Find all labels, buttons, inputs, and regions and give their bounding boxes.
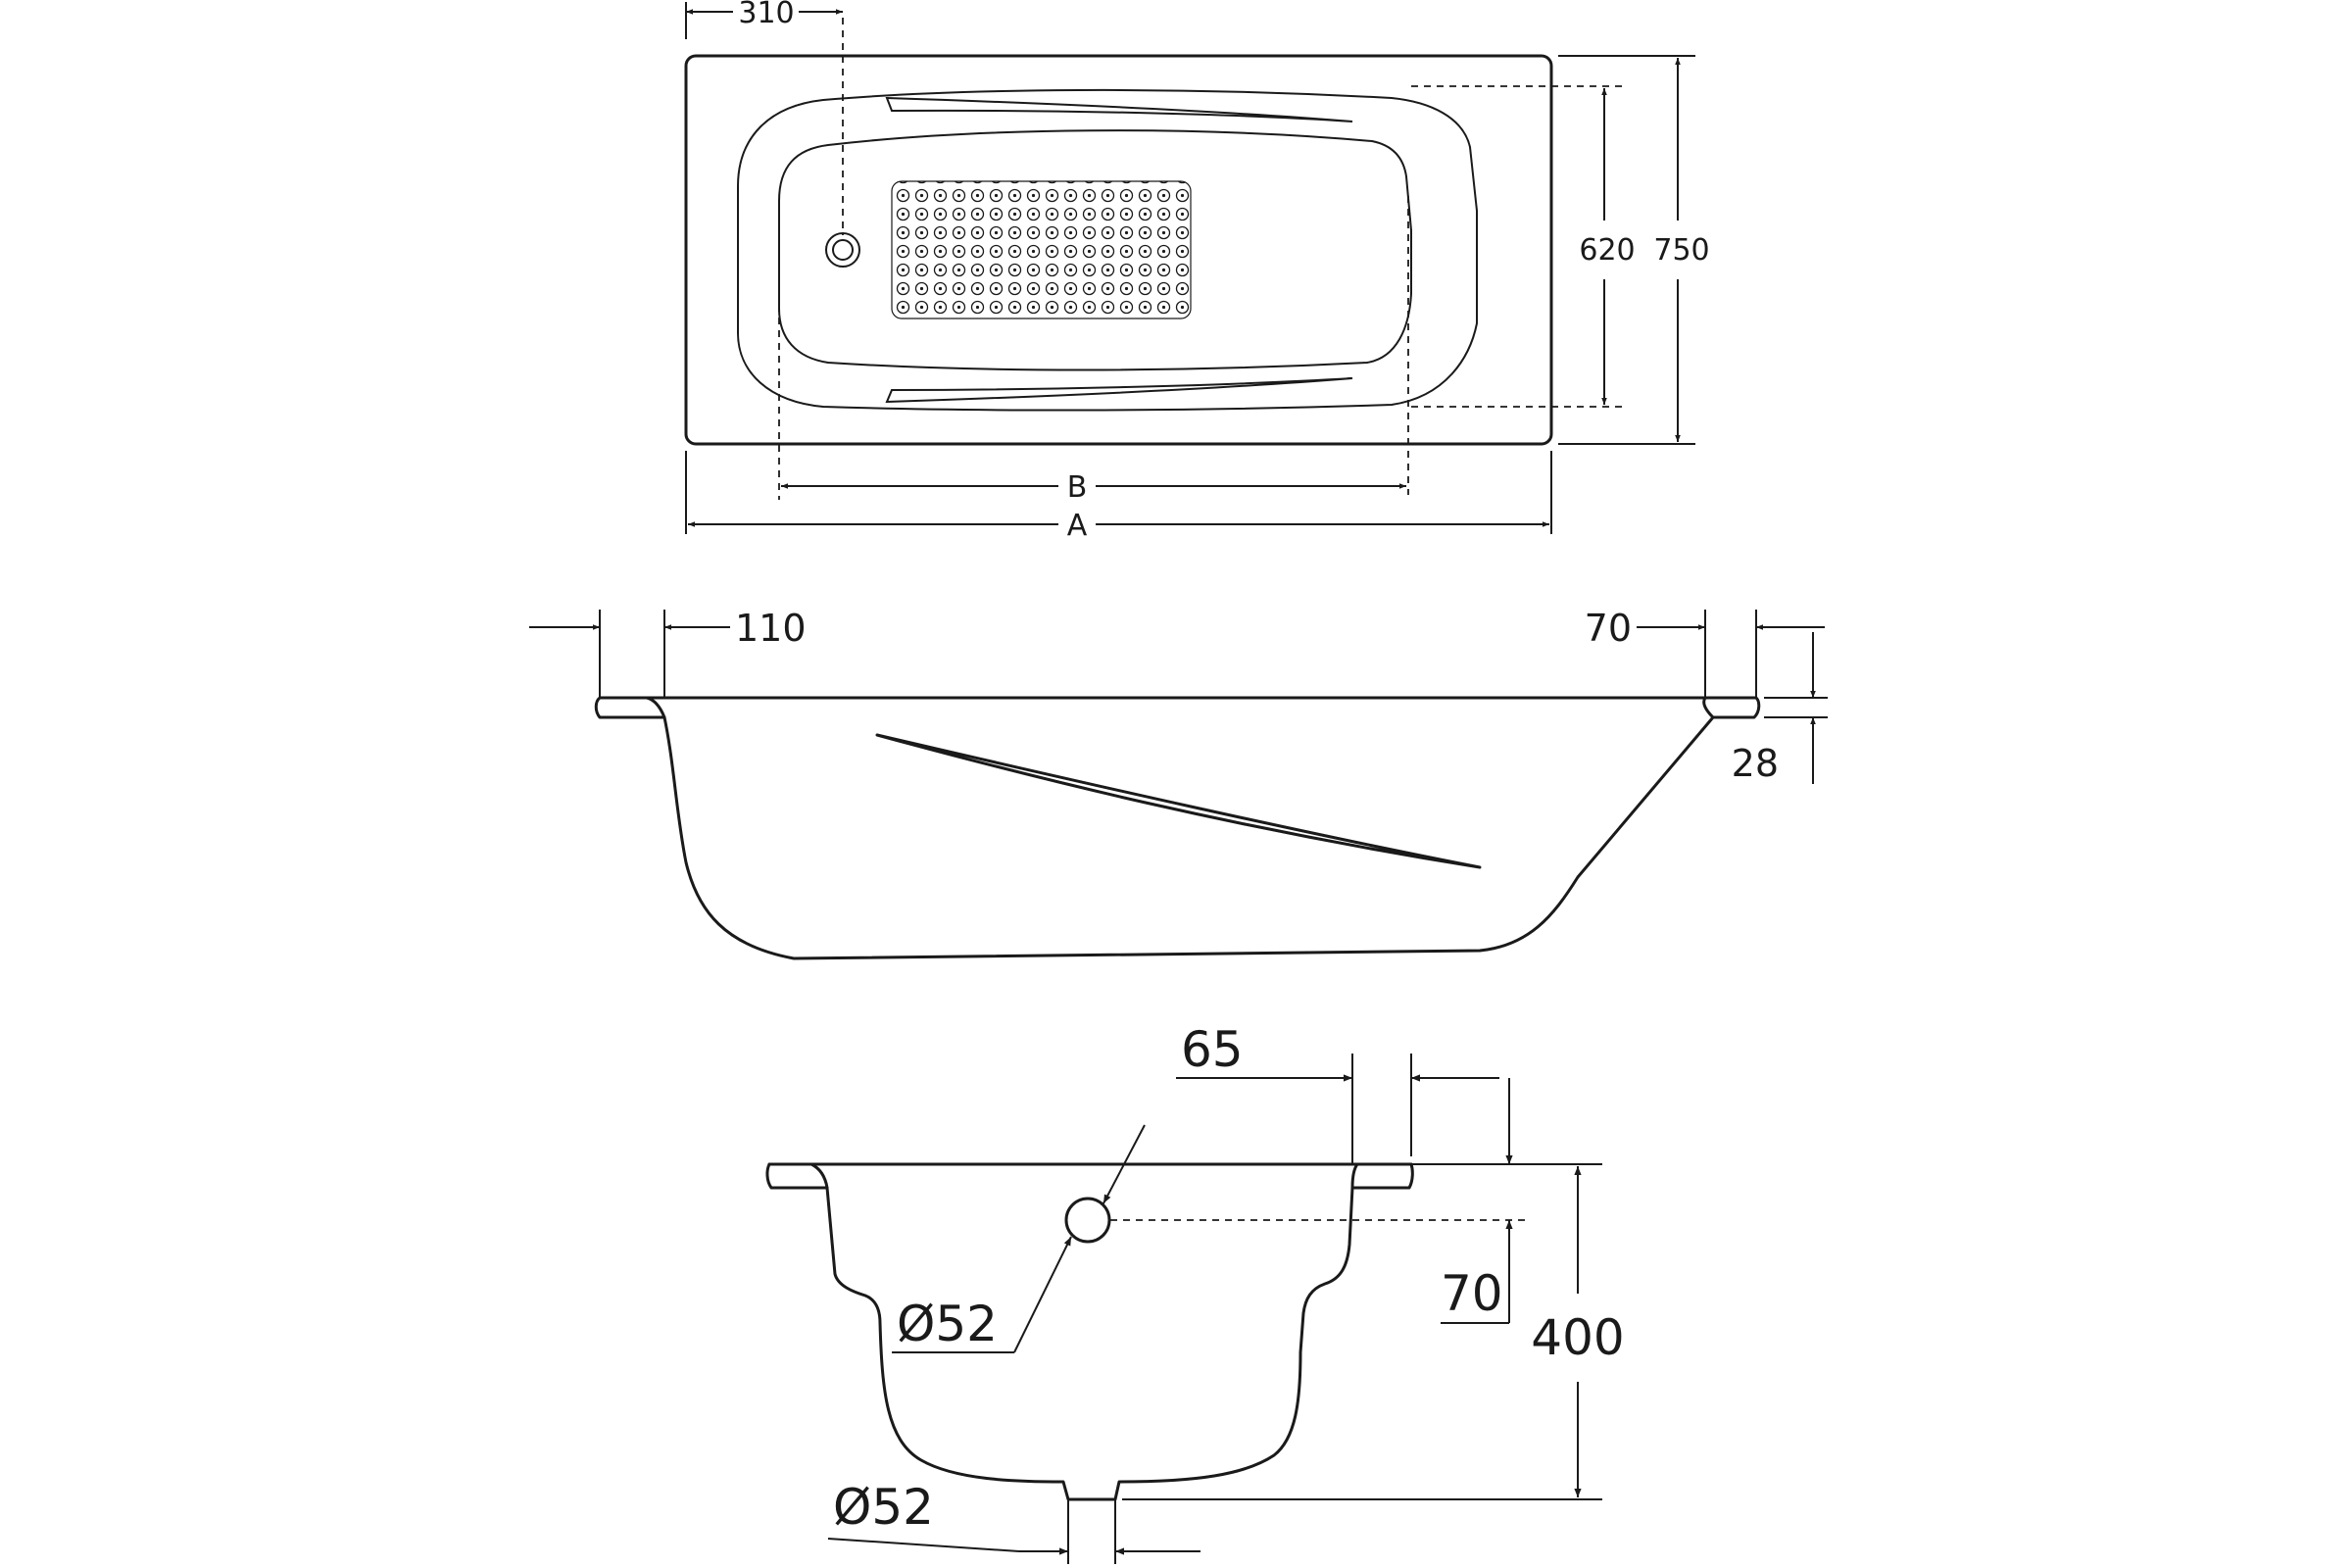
dim-620-label: 620 bbox=[1579, 233, 1635, 268]
section-left-rim bbox=[765, 1162, 829, 1190]
tub-rim-outline bbox=[737, 88, 1478, 412]
dim-750-label: 750 bbox=[1653, 233, 1709, 268]
cross-section-view: Ø52 65 70 400 Ø52 bbox=[765, 1021, 1625, 1564]
armrest-groove-bottom bbox=[885, 377, 1353, 404]
armrest-groove-top bbox=[885, 96, 1353, 122]
side-left-rim bbox=[594, 696, 666, 719]
side-tub-body bbox=[662, 715, 1715, 960]
drain-diameter-label: Ø52 bbox=[833, 1479, 934, 1536]
dim-65-label: 65 bbox=[1181, 1021, 1244, 1078]
drain-inner-ring bbox=[832, 239, 854, 261]
side-right-rim bbox=[1702, 696, 1761, 719]
dim-a-label: A bbox=[1067, 509, 1088, 543]
drain-outer-ring bbox=[825, 232, 860, 268]
top-view: 310 B A 620 750 bbox=[684, 0, 1710, 543]
dim-28-label: 28 bbox=[1732, 742, 1779, 785]
dim-310-label: 310 bbox=[738, 0, 794, 30]
dim-70-side-label: 70 bbox=[1585, 607, 1632, 650]
section-right-rim bbox=[1350, 1162, 1414, 1190]
overflow-diameter-leader-bottom bbox=[1013, 1236, 1072, 1353]
dim-b-label: B bbox=[1067, 470, 1088, 505]
dim-110-label: 110 bbox=[735, 607, 807, 650]
side-armrest-groove bbox=[875, 733, 1482, 869]
drain-dim-baseline bbox=[827, 1538, 1020, 1552]
overflow-hole bbox=[1064, 1197, 1111, 1244]
anti-slip-mat bbox=[891, 180, 1192, 319]
side-view: 110 70 28 bbox=[529, 607, 1828, 960]
dim-70-section-label: 70 bbox=[1441, 1265, 1503, 1322]
overflow-diameter-leader-top bbox=[1102, 1124, 1146, 1204]
overflow-diameter-label: Ø52 bbox=[897, 1296, 998, 1352]
dim-400-label: 400 bbox=[1531, 1309, 1624, 1366]
tub-basin-outline bbox=[778, 129, 1412, 371]
tub-outer-outline bbox=[684, 54, 1553, 446]
